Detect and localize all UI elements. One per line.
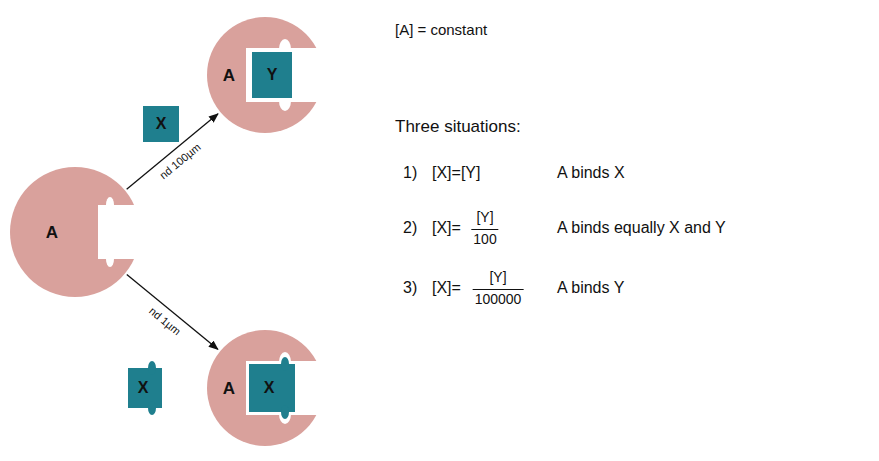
note-text: 1) xyxy=(403,164,417,182)
fraction-denominator: 100000 xyxy=(473,289,524,307)
protein-a: A xyxy=(10,167,140,297)
node-label: A xyxy=(46,224,58,241)
ligand-x-shaped: X xyxy=(249,358,295,418)
edge-label: nd 100µm xyxy=(156,139,205,182)
note-text: A binds equally X and Y xyxy=(557,219,726,237)
note-text: [X]=[Y] xyxy=(432,164,480,182)
note-text: [X]= xyxy=(432,279,461,297)
ligand-bump xyxy=(281,405,289,419)
note-text: A binds X xyxy=(557,164,625,182)
note-text: 2) xyxy=(403,219,417,237)
ligand-body xyxy=(128,368,162,408)
note-text: [X]= xyxy=(432,219,461,237)
note-text: [A] = constant xyxy=(395,21,487,38)
ligand-x: X xyxy=(143,106,179,142)
note-text: [Y] xyxy=(476,209,493,225)
protein-a: AX xyxy=(207,330,323,446)
ligand-x-shaped: X xyxy=(128,360,162,416)
node-label: X xyxy=(156,116,167,132)
ligand-body xyxy=(143,106,179,142)
ligand-body xyxy=(249,364,295,412)
note-text: A binds Y xyxy=(557,279,624,297)
note-text: 3) xyxy=(403,279,417,297)
note-text: [Y] xyxy=(489,269,506,285)
ligand-body xyxy=(252,52,292,98)
node-label: Y xyxy=(267,67,278,83)
node-shape xyxy=(10,167,140,297)
node-label: X xyxy=(264,380,275,396)
ligand-y: Y xyxy=(249,49,295,101)
edge-label: nd 1µm xyxy=(145,304,184,339)
node-label: A xyxy=(223,380,235,397)
pocket-groove xyxy=(106,251,114,267)
node-label: A xyxy=(223,67,235,84)
protein-a: AY xyxy=(207,17,323,133)
ligand-bump xyxy=(148,361,156,375)
node-label: X xyxy=(138,380,149,396)
pocket-groove xyxy=(106,197,114,213)
ligand-bump xyxy=(148,401,156,415)
ligand-bump xyxy=(281,357,289,371)
binding-pocket xyxy=(246,48,328,102)
note-text: Three situations: xyxy=(395,117,521,137)
binding-arrow xyxy=(127,275,218,350)
binding-pocket xyxy=(98,205,143,259)
ligand-outline xyxy=(249,49,295,101)
fraction-denominator: 100 xyxy=(471,229,498,247)
